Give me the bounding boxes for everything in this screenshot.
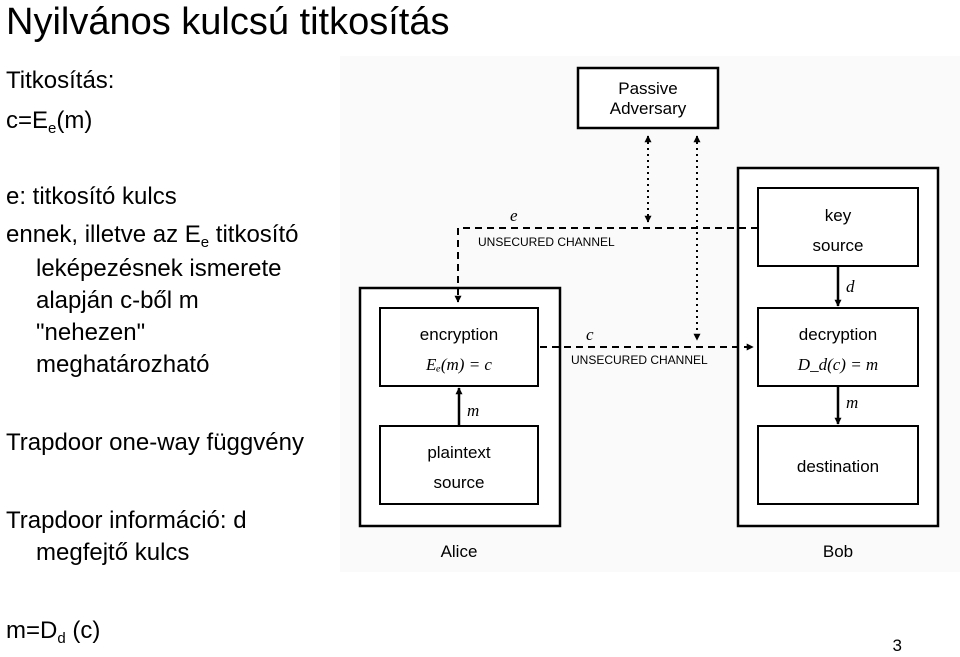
plaintext-label-1: plaintext [427, 443, 491, 462]
bob-label: Bob [823, 542, 853, 561]
para-line1-sub: e [200, 234, 210, 251]
encryption-box [379, 307, 539, 387]
page-number: 3 [892, 636, 902, 655]
channel-e-label: UNSECURED CHANNEL [478, 235, 615, 249]
para-line-1: ennek, illetve az Ee titkosító [6, 220, 299, 250]
key-source-box [757, 187, 919, 267]
destination-label: destination [797, 457, 879, 476]
slide-title: Nyilvános kulcsú titkosítás [6, 1, 450, 43]
dec-formula-m: m=D [6, 617, 58, 644]
key-source-label-1: key [825, 206, 852, 225]
trapdoor-info-line-2: megfejtő kulcs [36, 539, 190, 566]
key-source-label-2: source [812, 236, 863, 255]
d-label: d [846, 277, 855, 296]
para-line-3: alapján c-ből m [36, 287, 199, 314]
encryption-label: encryption [420, 325, 498, 344]
channel-c-var: c [586, 325, 594, 344]
para-line1-b: titkosító [209, 221, 299, 248]
decryption-formula: m=Dd (c) [6, 616, 100, 646]
para-line-5: meghatározható [36, 351, 210, 378]
enc-formula-m: (m) [56, 107, 93, 134]
channel-e-var: e [510, 206, 518, 225]
key-description: e: titkosító kulcs [6, 183, 177, 210]
channel-e-line [454, 227, 758, 303]
enc-formula-c: c=E [6, 107, 49, 134]
dec-formula-sub: d [57, 630, 66, 647]
m-label-bob: m [846, 393, 858, 412]
decryption-formula: D_d(c) = m [797, 355, 878, 374]
trapdoor-info-line-1: Trapdoor információ: d [6, 507, 247, 534]
para-line-4: "nehezen" [36, 319, 146, 346]
enc-formula-sub: e [48, 120, 57, 137]
plaintext-label-2: source [433, 473, 484, 492]
encryption-formula: c=Ee(m) [6, 106, 92, 136]
para-line-2: leképezésnek ismerete [36, 255, 282, 282]
destination-box [757, 425, 919, 505]
channel-c-label: UNSECURED CHANNEL [571, 353, 708, 367]
alice-label: Alice [441, 542, 478, 561]
public-key-diagram: Passive Adversary e UNSECURED CHANNEL c … [340, 56, 960, 572]
adversary-label-2: Adversary [610, 99, 687, 118]
decryption-box [757, 307, 919, 387]
adversary-label-1: Passive [618, 79, 678, 98]
trapdoor-function: Trapdoor one-way függvény [6, 429, 304, 456]
encryption-label: Titkosítás: [6, 67, 115, 94]
dec-formula-c: (c) [65, 617, 101, 644]
plaintext-source-box [379, 425, 539, 505]
encryption-formula: Eₑ(m) = c [425, 355, 492, 374]
m-label-alice: m [467, 401, 479, 420]
adversary-box [576, 66, 720, 130]
decryption-label: decryption [799, 325, 877, 344]
para-line1-a: ennek, illetve az E [6, 221, 201, 248]
